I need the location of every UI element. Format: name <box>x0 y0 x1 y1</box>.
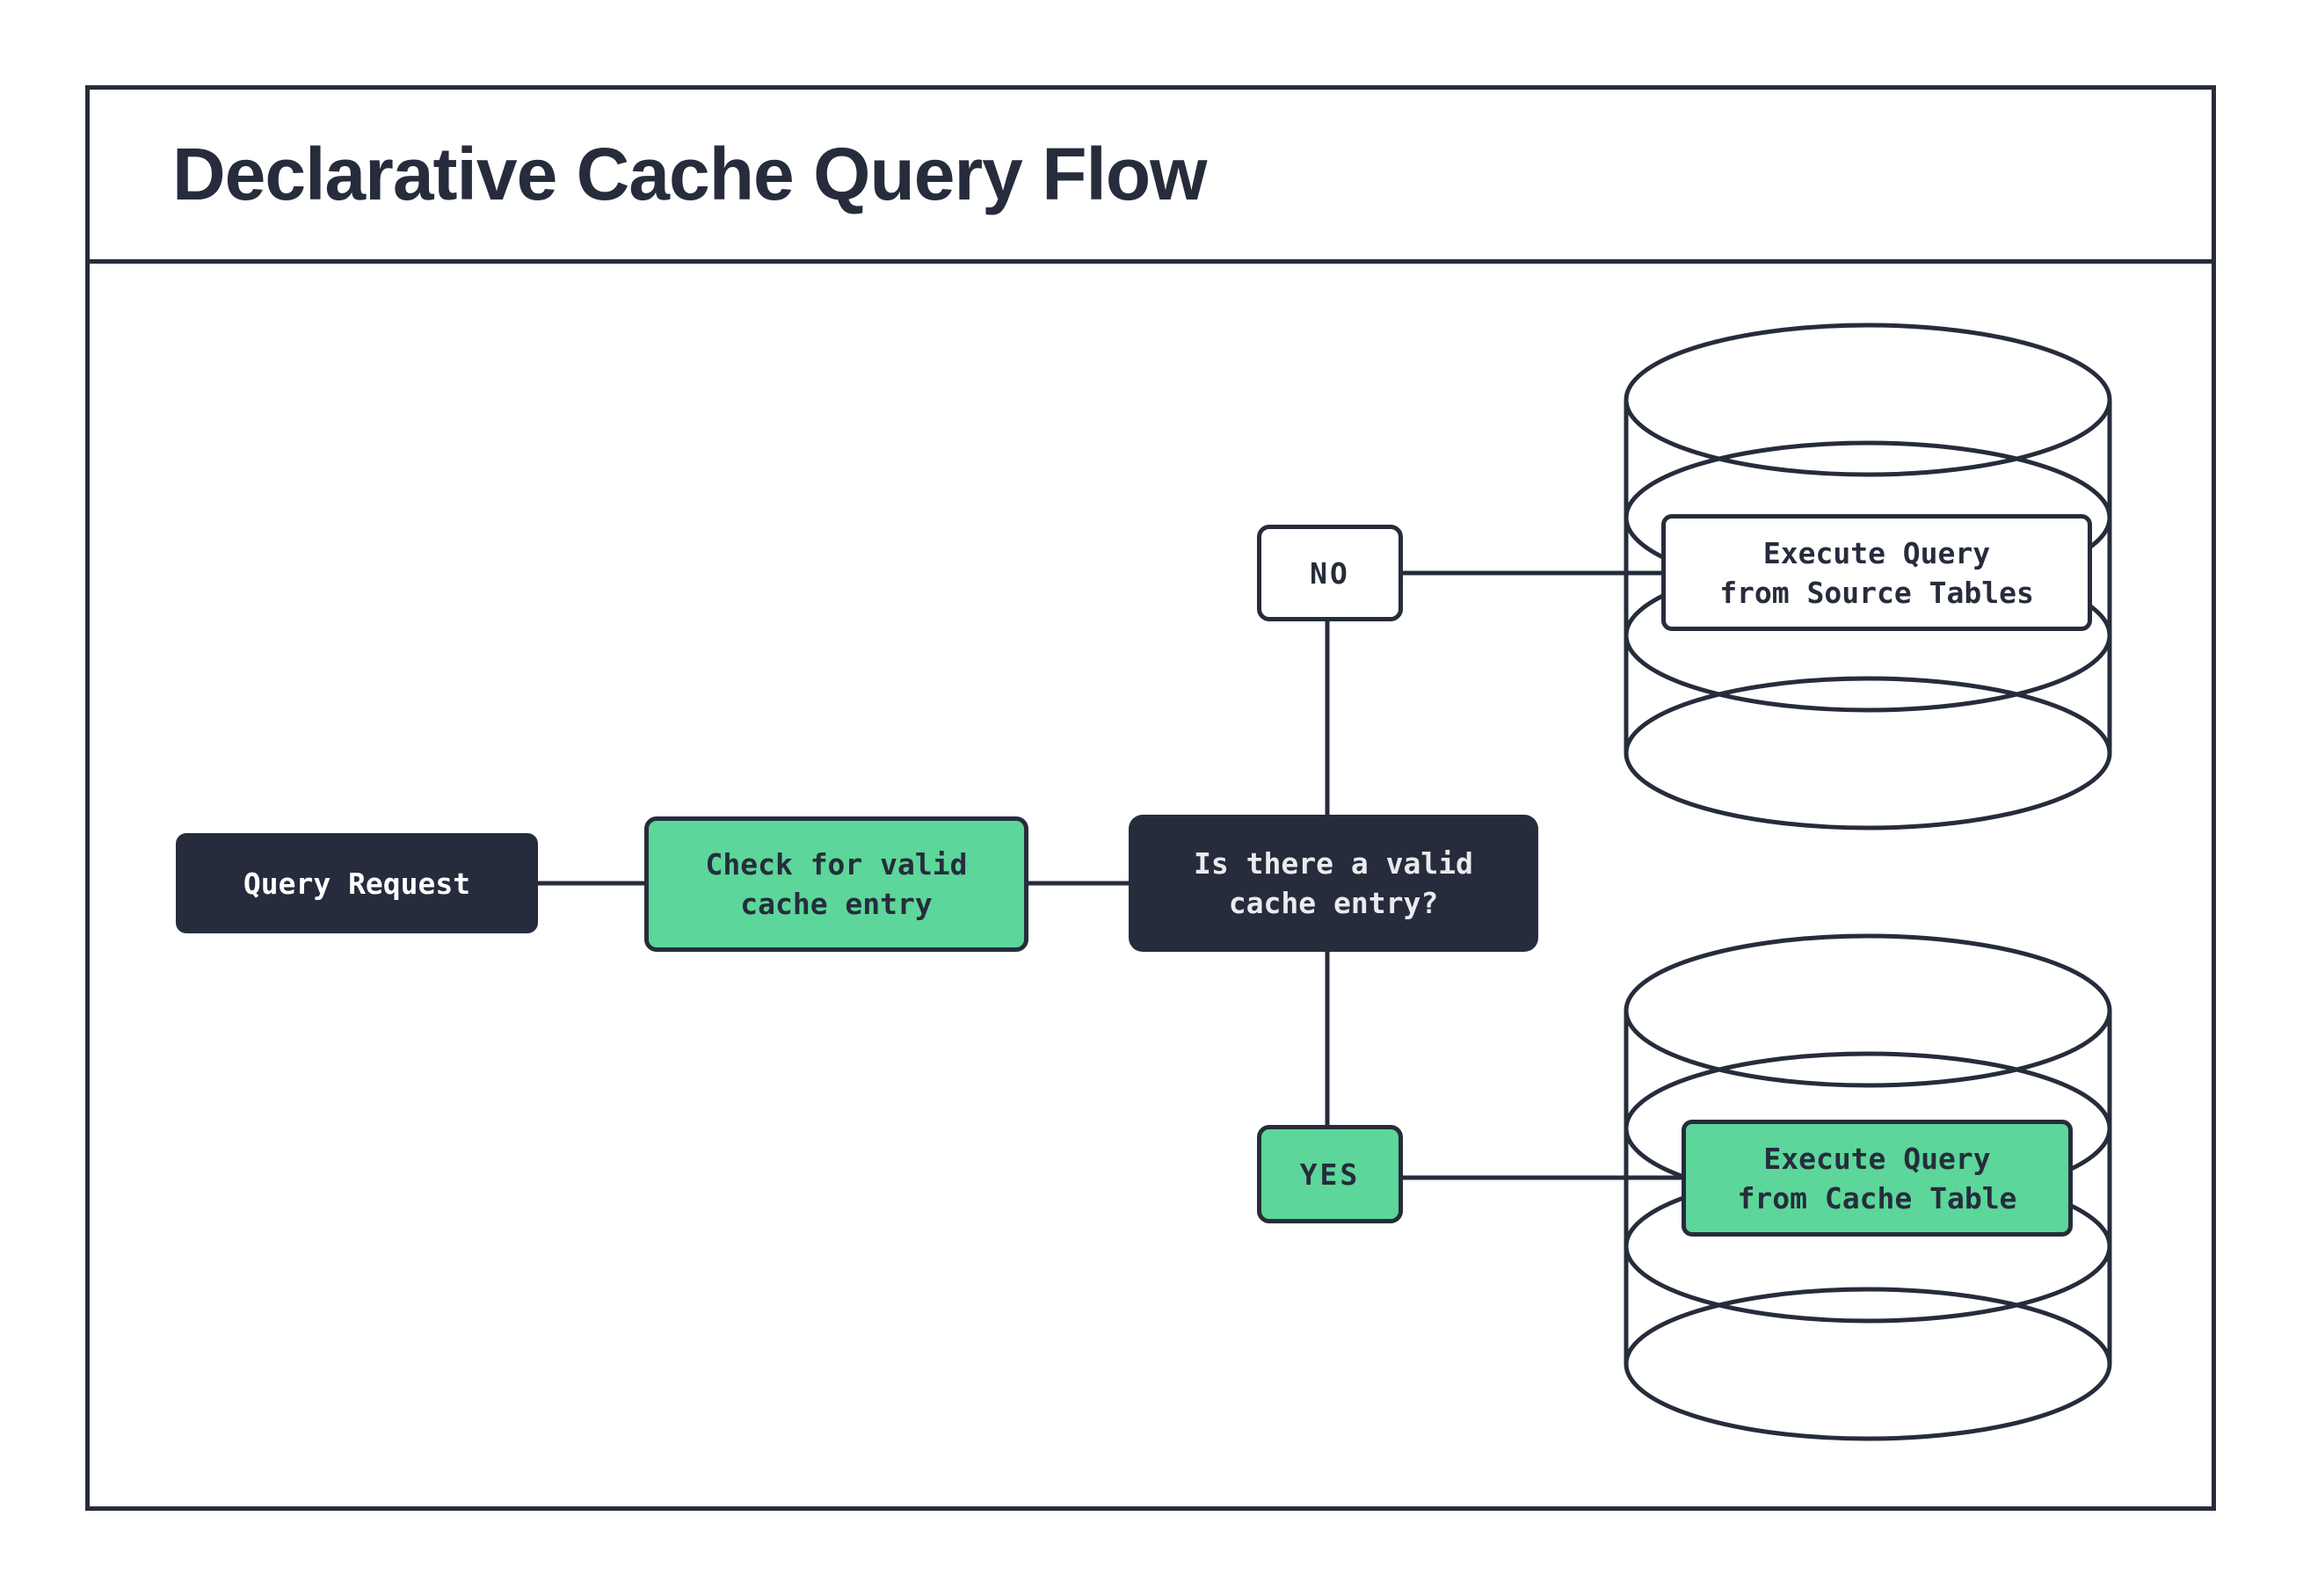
node-check-cache: Check for valid cache entry <box>644 816 1028 952</box>
diagram-frame <box>85 85 2216 1511</box>
node-execute-source-tables: Execute Query from Source Tables <box>1661 514 2092 631</box>
node-branch-no: NO <box>1257 525 1403 621</box>
title-divider <box>85 259 2216 264</box>
cache-database-icon <box>1624 933 2112 1441</box>
page-title: Declarative Cache Query Flow <box>172 133 1208 215</box>
node-decision: Is there a valid cache entry? <box>1129 815 1538 952</box>
source-database-icon <box>1624 323 2112 831</box>
node-branch-yes: YES <box>1257 1125 1403 1223</box>
node-query-request: Query Request <box>176 833 538 933</box>
node-execute-cache-table: Execute Query from Cache Table <box>1682 1120 2073 1237</box>
